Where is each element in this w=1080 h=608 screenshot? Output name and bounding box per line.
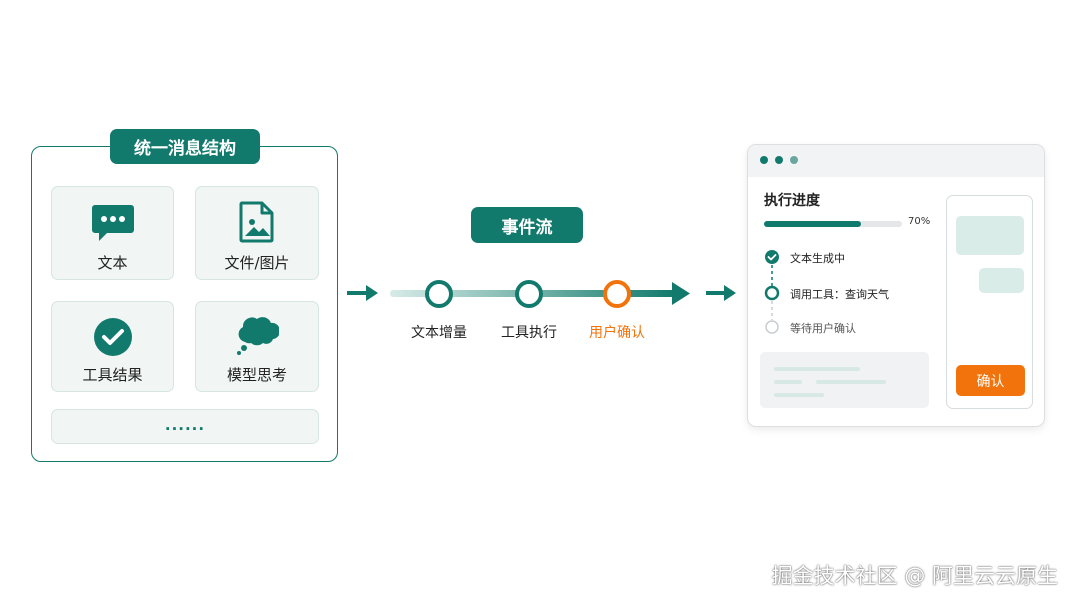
file-image-icon xyxy=(239,201,274,243)
progress-title: 执行进度 xyxy=(764,193,820,209)
message-bubble-placeholder xyxy=(979,268,1024,293)
content-placeholder xyxy=(760,352,929,408)
flow-step-label: 工具执行 xyxy=(501,325,557,341)
message-card-model-thinking: 模型思考 xyxy=(195,301,319,392)
flow-node-user-confirm xyxy=(603,280,631,308)
pending-step-icon xyxy=(765,320,779,334)
flow-step-label: 用户确认 xyxy=(589,325,645,341)
progress-bar xyxy=(764,221,902,227)
flow-node-text-delta xyxy=(425,280,453,308)
thought-cloud-icon xyxy=(237,317,279,355)
flow-arrow-head xyxy=(672,282,690,305)
window-dot xyxy=(760,156,768,164)
event-flow-title: 事件流 xyxy=(471,207,583,243)
message-card-file-image: 文件/图片 xyxy=(195,186,319,280)
progress-bar-fill xyxy=(764,221,861,227)
placeholder-line xyxy=(774,380,802,384)
placeholder-line xyxy=(774,393,824,397)
progress-percent: 70% xyxy=(908,216,931,227)
card-label: 文本 xyxy=(97,254,128,272)
placeholder-line xyxy=(816,380,886,384)
panel-title: 统一消息结构 xyxy=(110,129,260,164)
window-dot xyxy=(775,156,783,164)
message-card-text: 文本 xyxy=(51,186,174,280)
flow-node-tool-exec xyxy=(515,280,543,308)
arrow-right-icon xyxy=(706,285,736,301)
step-indicators xyxy=(764,250,780,334)
step-label: 文本生成中 xyxy=(790,252,845,265)
active-step-icon xyxy=(764,285,780,301)
card-label: 文件/图片 xyxy=(224,254,290,272)
more-card: ...... xyxy=(51,409,319,444)
confirm-button[interactable]: 确认 xyxy=(956,365,1025,396)
step-label: 等待用户确认 xyxy=(790,322,856,335)
chat-bubble-icon xyxy=(91,205,134,241)
check-circle-icon xyxy=(93,318,132,356)
ellipsis: ...... xyxy=(164,416,206,434)
flow-step-label: 文本增量 xyxy=(411,325,467,341)
step-label: 调用工具：查询天气 xyxy=(790,288,889,301)
window-dot xyxy=(790,156,798,164)
card-label: 工具结果 xyxy=(82,366,143,384)
check-circle-icon xyxy=(765,250,779,264)
watermark: 掘金技术社区 @ 阿里云云原生 xyxy=(771,564,1058,588)
message-card-tool-result: 工具结果 xyxy=(51,301,174,392)
message-bubble-placeholder xyxy=(956,216,1024,255)
arrow-right-icon xyxy=(347,285,378,301)
card-label: 模型思考 xyxy=(226,366,287,384)
placeholder-line xyxy=(774,367,860,371)
